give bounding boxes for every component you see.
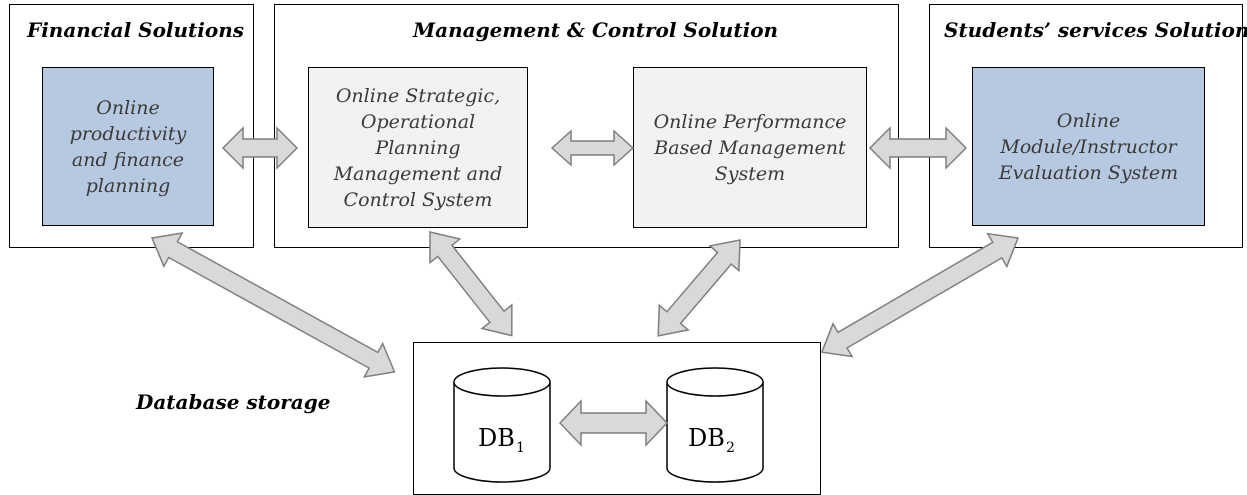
online-productivity-finance-box: Online productivity and finance planning <box>42 67 214 226</box>
strategic-planning-box: Online Strategic, Operational Planning M… <box>308 67 528 228</box>
arrow-financial-to-strategic <box>221 126 299 170</box>
arrow-strategic-to-performance <box>550 129 635 167</box>
performance-management-box: Online Performance Based Management Syst… <box>633 67 867 228</box>
db2-subscript: 2 <box>726 440 735 456</box>
db1-subscript: 1 <box>516 440 525 456</box>
db1-cylinder: DB 1 <box>453 367 551 483</box>
arrow-db1-to-db2 <box>558 399 669 447</box>
financial-solutions-title: Financial Solutions <box>27 18 245 42</box>
db1-label: DB <box>478 424 515 452</box>
db2-label: DB <box>688 424 725 452</box>
arrow-financial-to-database <box>150 231 396 378</box>
module-instructor-evaluation-box: Online Module/Instructor Evaluation Syst… <box>972 67 1205 226</box>
arrow-performance-to-database <box>657 239 741 337</box>
students-services-title: Students’ services Solution <box>944 18 1247 42</box>
arrow-strategic-to-database <box>429 231 513 337</box>
db2-cylinder: DB 2 <box>666 367 764 483</box>
management-control-title: Management & Control Solution <box>413 18 779 42</box>
arrow-evaluation-to-database <box>820 232 1020 358</box>
arrow-performance-to-evaluation <box>868 126 968 170</box>
database-storage-label: Database storage <box>136 390 331 414</box>
